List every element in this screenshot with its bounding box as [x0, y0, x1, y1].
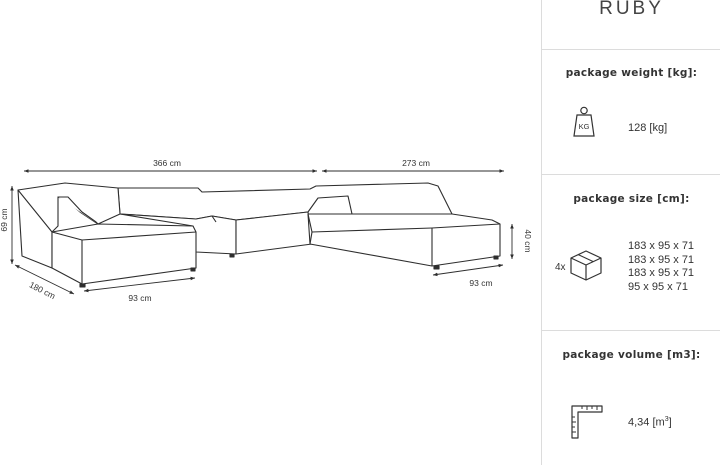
divider [542, 49, 720, 50]
ruler-corner-icon [571, 405, 603, 439]
divider [542, 174, 720, 175]
package-size-list: 183 x 95 x 71 183 x 95 x 71 183 x 95 x 7… [628, 240, 694, 294]
package-size-item: 183 x 95 x 71 [628, 267, 695, 280]
dim-line-chaise-left [83, 276, 196, 293]
package-size-item: 183 x 95 x 71 [628, 240, 695, 252]
package-size-item: 95 x 95 x 71 [628, 280, 688, 293]
volume-number: 4,34 [m [628, 416, 665, 429]
dim-label-height: 69 cm [0, 208, 9, 231]
dim-label-chaise-left: 93 cm [128, 293, 151, 303]
volume-close-bracket: ] [668, 416, 672, 429]
volume-unit-superscript: 3 [664, 416, 669, 423]
sofa-outline [17, 182, 501, 288]
weight-heading: package weight [kg]: [565, 67, 698, 79]
divider [542, 330, 720, 331]
volume-heading: package volume [m3]: [562, 349, 701, 361]
size-heading: package size [cm]: [573, 193, 690, 205]
dimension-lines [10, 169, 514, 295]
dim-line-chaise-right [432, 263, 504, 277]
box-icon [570, 250, 602, 281]
volume-value: 4,34 [m3] [628, 416, 672, 429]
dim-label-chaise-right: 93 cm [469, 278, 492, 288]
weight-value: 128 [kg] [628, 122, 668, 134]
sofa-technical-drawing: 366 cm 273 cm 69 cm 180 cm 93 cm 40 cm 9… [0, 158, 533, 303]
dim-label-depth: 180 cm [28, 280, 57, 302]
product-title: RUBY [599, 0, 664, 19]
package-quantity: 4x [555, 262, 566, 273]
kg-weight-icon: KG [573, 106, 595, 137]
dim-label-width-right: 273 cm [402, 158, 430, 168]
dim-label-seat-height: 40 cm [523, 229, 533, 252]
dim-line-depth [14, 264, 75, 295]
package-size-item: 183 x 95 x 71 [628, 253, 695, 266]
kg-icon-label: KG [579, 122, 590, 131]
product-info-panel: RUBY package weight [kg]: KG 128 [kg] pa… [541, 0, 720, 465]
dim-label-width-total: 366 cm [153, 158, 181, 168]
